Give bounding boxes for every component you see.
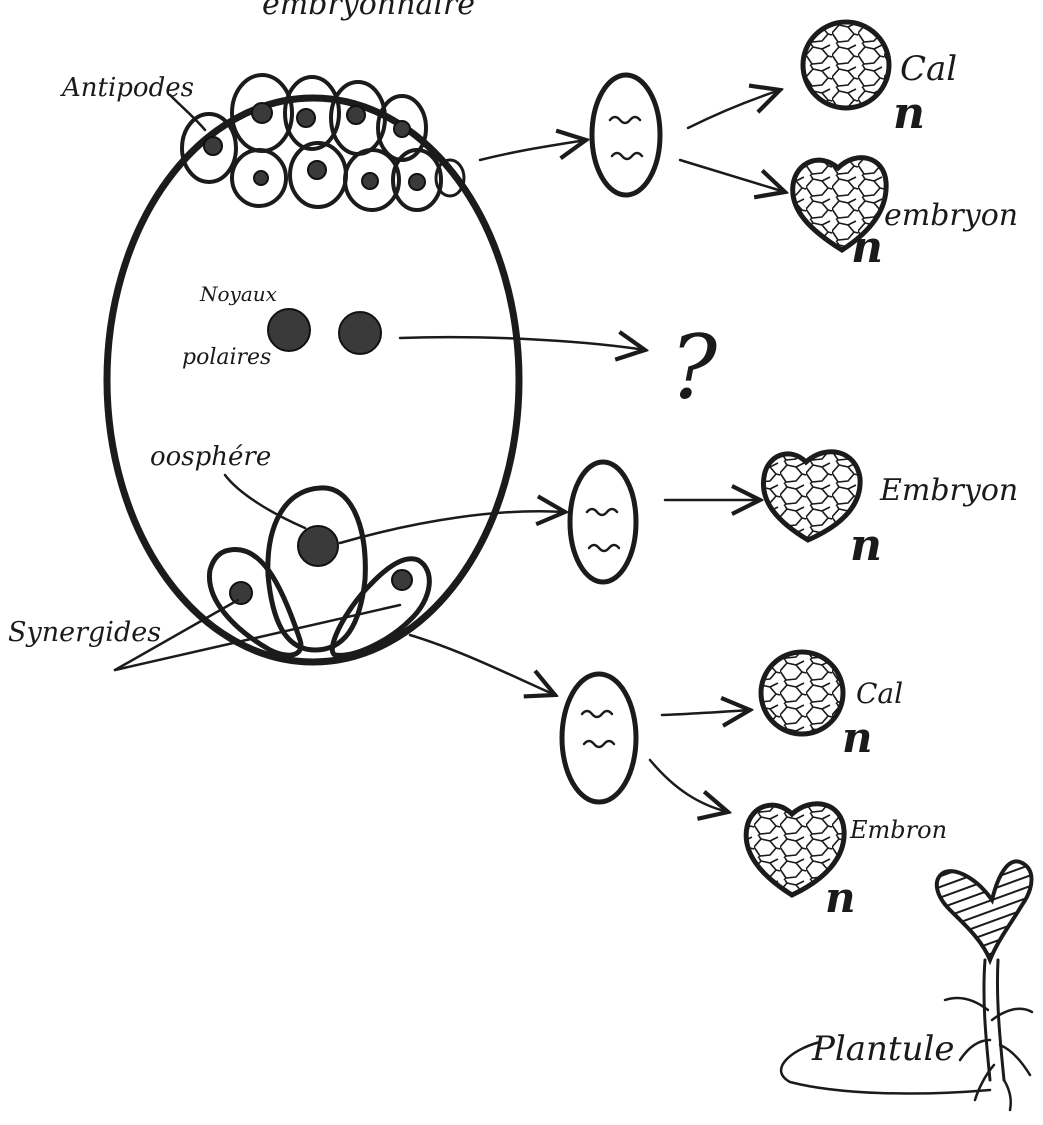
diagram-title: embryonnaire	[262, 0, 475, 22]
label-embron-synergides: Embron	[849, 816, 947, 844]
label-noyaux: Noyaux	[199, 282, 277, 306]
ploidy-embron-synergides: n	[825, 873, 856, 922]
oosphere-nucleus	[298, 526, 338, 566]
label-polaires: polaires	[182, 345, 271, 370]
label-cal-synergides: Cal	[856, 677, 903, 710]
embryon-oosphere	[763, 452, 860, 540]
label-plantule: Plantule	[811, 1029, 954, 1069]
cal-top	[803, 22, 889, 108]
label-oosphere: oosphére	[150, 442, 271, 472]
intermediate-antipodes	[592, 75, 660, 195]
ploidy-cal-synergides: n	[842, 713, 873, 762]
ploidy-cal-top: n	[893, 88, 925, 139]
polar-nuclei	[268, 309, 381, 354]
synergide-right-nucleus	[392, 570, 412, 590]
label-synergides: Synergides	[8, 617, 161, 648]
unknown-outcome: ?	[670, 316, 718, 419]
intermediate-oosphere	[570, 462, 636, 582]
ploidy-embryon-top: n	[851, 222, 883, 273]
ploidy-embryon-oosphere: n	[850, 520, 882, 571]
synergide-left-nucleus	[230, 582, 252, 604]
embryo-sac	[107, 98, 519, 662]
cal-synergides	[761, 652, 843, 734]
label-cal-top: Cal	[900, 49, 957, 89]
label-embryon-oosphere: Embryon	[879, 473, 1018, 508]
intermediate-synergides	[562, 674, 636, 802]
plantule-drawing	[937, 861, 1032, 1110]
label-embryon-top: embryon	[884, 198, 1018, 233]
egg-apparatus	[209, 488, 429, 655]
